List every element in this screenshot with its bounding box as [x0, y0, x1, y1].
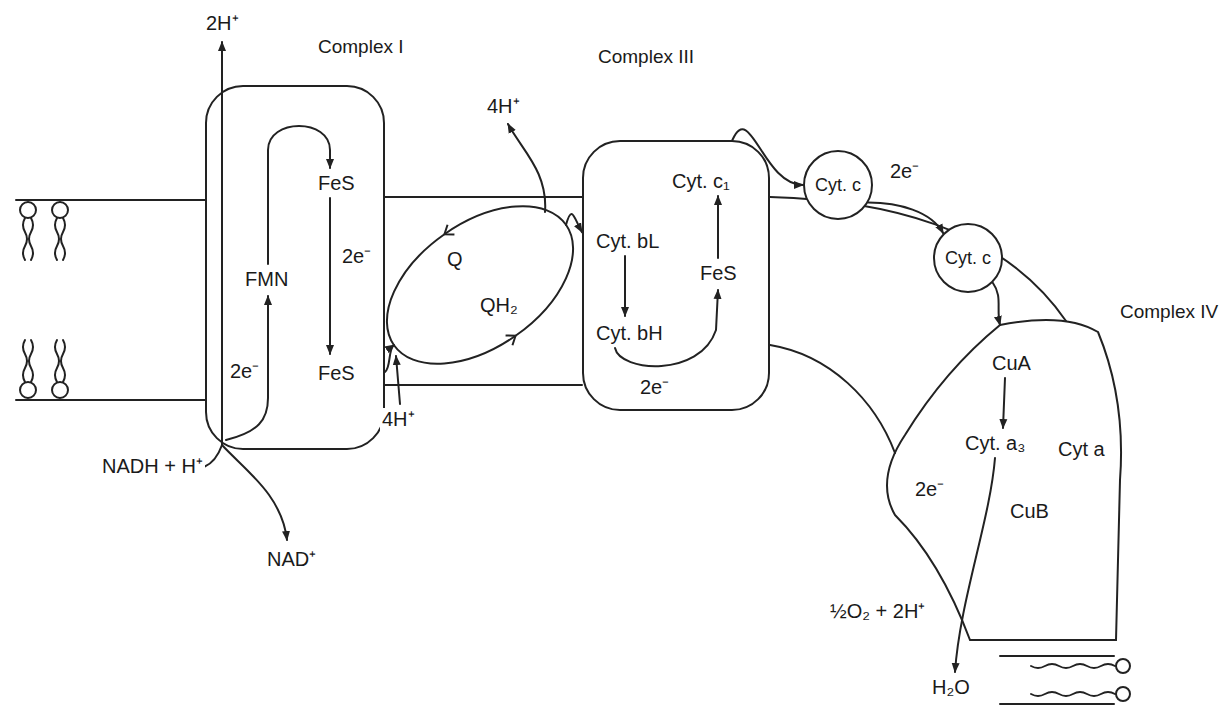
drawing-stroke	[16, 42, 1130, 704]
drawing-stroke	[1116, 659, 1130, 673]
drawing-stroke	[396, 356, 400, 404]
cytochrome-circle: Cyt. c	[803, 150, 873, 220]
drawing-stroke	[226, 296, 268, 440]
drawing-stroke	[20, 202, 36, 218]
component-label: FeS	[318, 172, 355, 195]
chemical-label: NADH + H⁺	[100, 455, 205, 478]
complex-box: Complex IIICyt. c₁Cyt. bLFeSCyt. bH2e⁻	[582, 140, 770, 411]
drawing-stroke	[1031, 664, 1115, 668]
drawing-stroke	[61, 340, 65, 382]
component-label: Q	[447, 248, 463, 271]
drawing-stroke	[55, 340, 59, 382]
drawing-stroke	[16, 399, 205, 401]
drawing-stroke	[385, 384, 582, 386]
electron-arrow	[993, 283, 1000, 325]
complex-box: Complex IVCuACyt. a₃Cyt a2e⁻CuB	[870, 310, 1130, 650]
cycle-arrowhead	[441, 225, 454, 239]
electron-arrow	[868, 203, 943, 234]
drawing-stroke	[268, 126, 330, 264]
cycle-arrowhead	[506, 331, 519, 345]
cytochrome-circle: Cyt. c	[933, 223, 1003, 293]
chemical-label: H₂O	[930, 676, 972, 699]
component-label: 2e⁻	[342, 245, 371, 268]
component-label: Cyt. a₃	[965, 432, 1025, 455]
component-label: CuB	[1010, 500, 1049, 523]
component-label: Cyt. c	[945, 248, 991, 269]
drawing-stroke	[1031, 692, 1115, 696]
drawing-stroke	[23, 340, 27, 382]
component-label: 2e⁻	[640, 376, 669, 399]
chemical-label: 4H⁺	[485, 95, 522, 118]
drawing-stroke	[508, 124, 545, 212]
drawing-stroke	[770, 197, 1066, 321]
drawing-stroke	[55, 218, 59, 260]
ellipse-outline	[372, 195, 588, 375]
ellipse-group	[355, 169, 605, 401]
component-label: FMN	[245, 268, 288, 291]
component-label: FeS	[700, 262, 737, 285]
drawing-stroke	[1000, 703, 1114, 705]
drawing-stroke	[1000, 655, 1114, 657]
drawing-stroke	[20, 382, 36, 398]
complex-heading: Complex I	[318, 35, 404, 58]
drawing-stroke	[770, 345, 895, 453]
complex-outline	[887, 320, 1121, 640]
drawing-stroke	[23, 218, 27, 260]
component-label: Cyt a	[1058, 438, 1105, 461]
drawing-stroke	[385, 196, 582, 198]
drawing-stroke	[329, 198, 331, 354]
component-label: Cyt. c₁	[672, 170, 730, 193]
component-label: Cyt. c	[815, 175, 861, 196]
drawing-stroke	[16, 199, 205, 201]
component-label: Cyt. bL	[596, 230, 659, 253]
edge-label: 2e⁻	[888, 160, 921, 183]
drawing-stroke	[222, 445, 287, 540]
component-label: QH₂	[480, 294, 518, 317]
chemical-label: 4H⁺	[380, 408, 417, 431]
drawing-stroke	[1003, 378, 1005, 428]
drawing-stroke	[624, 256, 626, 316]
chemical-label: NAD⁺	[265, 548, 318, 571]
drawing-stroke	[29, 218, 33, 260]
complex-heading: Complex III	[598, 45, 694, 68]
drawing-stroke	[29, 340, 33, 382]
drawing-stroke	[717, 196, 719, 258]
drawing-stroke	[52, 202, 68, 218]
drawing-stroke	[1116, 687, 1130, 701]
electron-arrow	[732, 129, 803, 185]
complex-heading: Complex IV	[1120, 300, 1218, 323]
drawing-stroke	[52, 382, 68, 398]
ellipse-outline	[358, 174, 601, 396]
quinone-pool: Q QH₂	[372, 195, 588, 375]
complex-box: Complex IFeS2e⁻FMN2e⁻FeS	[205, 85, 385, 450]
component-label: 2e⁻	[230, 360, 259, 383]
drawing-stroke	[61, 218, 65, 260]
drawing-stroke	[221, 42, 223, 445]
component-label: Cyt. bH	[596, 322, 663, 345]
electron-arrow	[385, 345, 394, 372]
component-label: FeS	[318, 362, 355, 385]
chemical-label: ½O₂ + 2H⁺	[828, 600, 927, 623]
drawing-stroke	[204, 445, 222, 467]
chemical-label: 2H⁺	[204, 12, 241, 35]
component-label: 2e⁻	[915, 478, 944, 501]
component-label: CuA	[992, 352, 1031, 375]
